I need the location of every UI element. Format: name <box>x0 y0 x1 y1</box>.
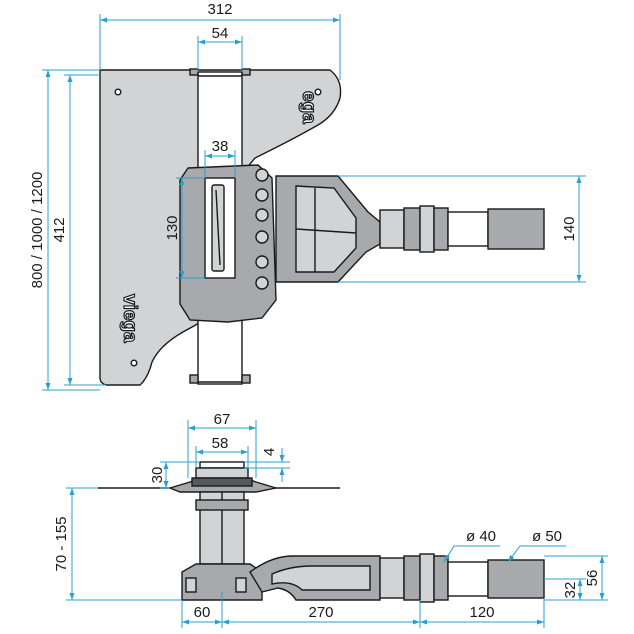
foot-pad <box>185 577 197 593</box>
dimension-label: 60 <box>194 604 211 621</box>
mounting-hole <box>314 88 322 96</box>
dimension-label: ø 50 <box>532 528 562 545</box>
rail-end-cap <box>189 374 199 384</box>
dimension-label: 58 <box>212 435 229 452</box>
outlet-nut <box>433 555 449 601</box>
outlet-pipe <box>447 561 489 597</box>
dimension-54: 54 <box>197 25 243 72</box>
dimension-label: 56 <box>584 570 601 587</box>
top-view: viega ega <box>29 1 586 391</box>
dimension-67: 67 <box>187 411 257 478</box>
dimension-diameters: ø 40 ø 50 <box>443 528 566 563</box>
dimension-label: 120 <box>469 604 494 621</box>
dimension-label: ø 40 <box>466 528 496 545</box>
dimension-label: 800 / 1000 / 1200 <box>29 172 46 289</box>
outlet-nut <box>403 207 421 251</box>
dimension-58: 58 <box>195 435 249 468</box>
dimension-lengths: 800 / 1000 / 1200 <box>29 69 100 391</box>
outlet-pipe <box>447 211 489 247</box>
outlet-coupling <box>379 557 405 599</box>
dimension-outlet-heights: 56 32 <box>544 555 608 601</box>
rail-end-cap <box>241 374 251 384</box>
dimension-label: 70 - 155 <box>53 516 70 571</box>
dimension-4: 4 <box>244 448 290 482</box>
outlet-nut <box>419 205 435 253</box>
dimension-label: 130 <box>164 215 181 240</box>
viega-logo: viega <box>119 294 140 343</box>
dimension-312: 312 <box>99 1 341 80</box>
dimension-base-lengths: 60 270 120 <box>181 592 545 628</box>
outlet-coupling <box>379 209 405 249</box>
fixing-screws <box>255 168 269 290</box>
rail-end-cap <box>189 68 199 76</box>
foot-pad <box>235 577 247 593</box>
dimension-label: 140 <box>561 216 578 241</box>
flange <box>195 467 249 479</box>
body-sleeve <box>195 499 249 511</box>
dimension-label: 54 <box>212 25 229 42</box>
outlet-pipe-end <box>487 208 545 250</box>
dimension-label: 4 <box>261 448 278 456</box>
dimension-label: 312 <box>207 1 232 18</box>
rail-end-cap <box>241 68 251 76</box>
mounting-hole <box>114 88 122 96</box>
dimension-height-range: 70 - 155 <box>53 487 182 601</box>
dimension-label: 32 <box>562 582 579 599</box>
viega-logo-mirrored: ega <box>298 91 319 124</box>
dimension-label: 38 <box>212 138 229 155</box>
dimension-label: 30 <box>149 467 166 484</box>
outlet-nut <box>419 553 435 603</box>
outlet-nut <box>433 207 449 251</box>
mounting-hole <box>130 359 138 367</box>
dimension-38: 38 <box>204 138 236 178</box>
trap-inner <box>271 565 371 591</box>
grate-top <box>199 461 245 469</box>
dimension-label: 412 <box>51 217 68 242</box>
dimension-140: 140 <box>338 175 586 283</box>
dimension-130: 130 <box>164 177 205 279</box>
outlet-pipe-end <box>487 559 545 599</box>
dimension-label: 270 <box>308 604 333 621</box>
dimension-label: 67 <box>214 411 231 428</box>
side-view: 67 58 4 30 70 - 155 <box>53 411 608 628</box>
dimension-412: 412 <box>51 74 106 386</box>
trap-inner <box>295 185 357 273</box>
dimension-30: 30 <box>149 461 200 489</box>
outlet-nut <box>403 555 421 601</box>
flange-ring <box>191 477 253 487</box>
